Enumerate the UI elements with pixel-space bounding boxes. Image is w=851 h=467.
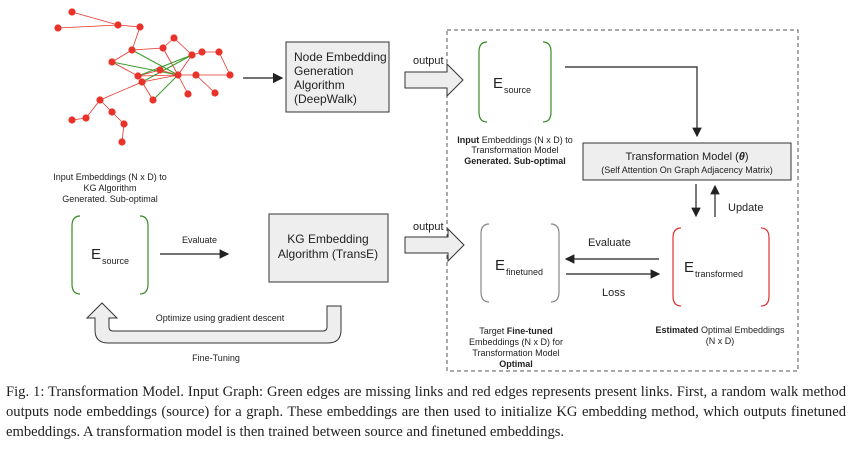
output-bottom-arrow xyxy=(404,227,465,263)
e-finetuned: E finetuned xyxy=(480,223,560,303)
loss-label: Loss xyxy=(602,287,626,299)
graph-edge xyxy=(117,24,141,28)
graph-edge xyxy=(173,37,193,56)
graph-node xyxy=(108,108,116,116)
graph-node xyxy=(188,51,196,59)
e-source-left: E source xyxy=(71,215,149,295)
optimize-label: Optimize using gradient descent xyxy=(156,313,285,323)
graph-edge xyxy=(111,49,133,63)
e-transformed-sub: transformed xyxy=(695,269,743,279)
transformation-model-box: Transformation Model (θ) (Self Attention… xyxy=(582,142,792,181)
e-transformed-main: E xyxy=(684,259,694,276)
left-label-line2: KG Algorithm xyxy=(83,183,136,193)
graph-edge xyxy=(131,47,164,51)
transformation-title: Transformation Model (θ) xyxy=(625,151,748,163)
graph-edge xyxy=(141,74,179,83)
graph-node xyxy=(118,138,126,146)
transformation-subtitle: (Self Attention On Graph Adjacency Matri… xyxy=(601,165,773,175)
node-embedding-line4: (DeepWalk) xyxy=(294,92,357,106)
graph-edge xyxy=(85,99,101,119)
transformation-region xyxy=(446,29,799,372)
graph-edge xyxy=(218,51,231,76)
graph-node xyxy=(108,58,116,66)
figure-caption: Fig. 1: Transformation Model. Input Grap… xyxy=(6,384,846,440)
kg-embedding-line1: KG Embedding xyxy=(287,232,368,246)
e-transformed: E transformed xyxy=(672,227,770,307)
evaluate-right-label: Evaluate xyxy=(588,237,631,249)
graph-node xyxy=(54,24,62,32)
left-label-line1: Input Embeddings (N x D) to xyxy=(53,172,167,182)
graph-node xyxy=(96,96,104,104)
update-label: Update xyxy=(728,202,763,214)
node-embedding-line2: Generation xyxy=(294,64,353,78)
graph-node xyxy=(128,46,136,54)
finetuned-label-line4: Optimal xyxy=(499,359,533,369)
graph-node xyxy=(149,96,157,104)
graph-node xyxy=(68,8,76,16)
graph-node xyxy=(184,90,192,98)
graph-edge xyxy=(57,24,119,29)
graph-node xyxy=(226,71,234,79)
top-source-label-line2: Transformation Model xyxy=(471,145,558,155)
graph-node xyxy=(68,116,76,124)
e-finetuned-sub: finetuned xyxy=(506,267,543,277)
graph-node xyxy=(174,71,182,79)
e-source-top-sub: source xyxy=(504,85,531,95)
node-embedding-line3: Algorithm xyxy=(294,78,345,92)
kg-embedding-box: KG Embedding Algorithm (TransE) xyxy=(268,213,389,283)
finetuned-label-line2: Embeddings (N x D) for xyxy=(469,337,563,347)
output-top-arrow xyxy=(404,62,464,98)
graph-edge xyxy=(131,26,141,51)
left-label-line3: Generated. Sub-optimal xyxy=(62,194,158,204)
graph-node xyxy=(138,78,146,86)
fine-tuning-label: Fine-Tuning xyxy=(192,353,240,363)
e-source-top: E source xyxy=(478,41,552,123)
node-embedding-line1: Node Embedding xyxy=(294,50,387,64)
graph-edge xyxy=(152,74,179,101)
graph-node xyxy=(211,89,219,97)
kg-embedding-line2: Algorithm (TransE) xyxy=(278,247,378,261)
output-top-label: output xyxy=(413,55,444,67)
graph-node xyxy=(136,23,144,31)
node-embedding-box: Node Embedding Generation Algorithm (Dee… xyxy=(285,41,390,113)
source-to-transform-arrow xyxy=(565,66,702,138)
graph-node xyxy=(82,114,90,122)
fine-tuning-arrow xyxy=(85,302,342,344)
graph-edge xyxy=(141,54,193,83)
graph-edge xyxy=(111,61,139,77)
graph-edge xyxy=(131,49,179,76)
graph-node xyxy=(159,44,167,52)
graph-edge xyxy=(162,47,179,76)
e-source-left-main: E xyxy=(91,246,101,263)
graph-node xyxy=(215,48,223,56)
transformed-label-line2: (N x D) xyxy=(706,336,735,346)
graph-edge xyxy=(195,74,216,94)
transformed-label-line1: Estimated Optimal Embeddings xyxy=(655,325,785,335)
top-source-label-line1: Input Embeddings (N x D) to xyxy=(457,135,573,145)
input-graph xyxy=(54,8,234,146)
finetuned-label-line3: Transformation Model xyxy=(472,348,559,358)
e-finetuned-main: E xyxy=(495,257,505,274)
graph-edge xyxy=(177,54,193,76)
graph-edge xyxy=(137,54,193,77)
graph-node xyxy=(192,71,200,79)
graph-node xyxy=(198,48,206,56)
graph-edge xyxy=(99,81,143,101)
graph-node xyxy=(170,34,178,42)
graph-edge xyxy=(111,61,179,76)
finetuned-label-line1: Target Fine-tuned xyxy=(479,326,553,336)
output-bottom-label: output xyxy=(413,221,444,233)
e-source-top-main: E xyxy=(493,75,503,92)
graph-node xyxy=(156,66,164,74)
diagram-canvas: Node Embedding Generation Algorithm (Dee… xyxy=(53,8,799,372)
e-source-left-sub: source xyxy=(102,256,129,266)
graph-node xyxy=(120,120,128,128)
top-source-label-line3: Generated. Sub-optimal xyxy=(464,156,566,166)
graph-node xyxy=(114,21,122,29)
graph-node xyxy=(134,72,142,80)
graph-edge xyxy=(71,11,119,26)
evaluate-left-label: Evaluate xyxy=(182,235,217,245)
graph-edge xyxy=(137,74,179,77)
